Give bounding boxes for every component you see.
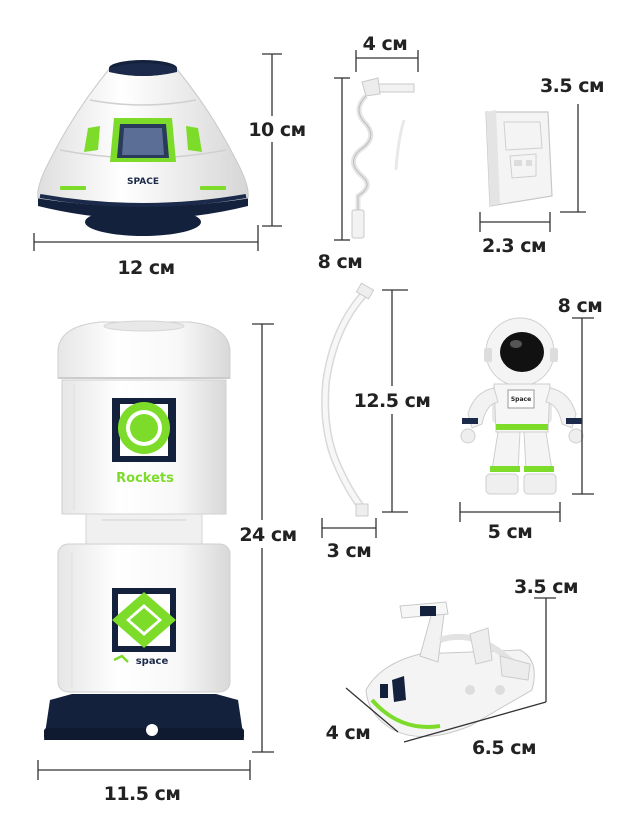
- capsule-brand-label: SPACE: [127, 177, 159, 187]
- plate-width-label: 2.3 см: [482, 235, 546, 257]
- tube-width-dimension: 3 см: [321, 518, 377, 562]
- astronaut-height-dimension: 8 см: [558, 295, 603, 495]
- rocket-tower-toy: Rockets space: [44, 320, 244, 740]
- tower-width-label: 11.5 см: [104, 783, 181, 805]
- rover-height-label: 3.5 см: [514, 576, 578, 598]
- capsule-width-label: 12 см: [117, 257, 174, 279]
- astronaut-height-label: 8 см: [558, 295, 603, 317]
- astronaut-figure: Space: [460, 317, 584, 495]
- tower-height-dimension: 24 см: [232, 323, 304, 753]
- crank-width-dimension: 4 см: [355, 33, 419, 72]
- curved-tube-part: [321, 282, 375, 517]
- rover-length-dimension: 6.5 см: [403, 701, 547, 759]
- plate-width-dimension: 2.3 см: [479, 212, 551, 257]
- rover-depth-dimension: 4 см: [326, 687, 399, 744]
- rover-height-dimension: 3.5 см: [514, 576, 579, 702]
- tower-width-dimension: 11.5 см: [37, 760, 251, 805]
- plate-height-label: 3.5 см: [540, 75, 604, 97]
- tube-height-label: 12.5 см: [354, 390, 431, 412]
- rover-length-label: 6.5 см: [472, 737, 536, 759]
- capsule-height-dimension: 10 см: [244, 53, 310, 227]
- astronaut-width-dimension: 5 см: [459, 502, 561, 543]
- plate-height-dimension: 3.5 см: [540, 75, 605, 213]
- crank-handle-part: [351, 77, 415, 239]
- capsule-width-dimension: 12 см: [33, 225, 259, 279]
- capsule-height-label: 10 см: [248, 119, 305, 141]
- astronaut-width-label: 5 см: [488, 521, 533, 543]
- plate-part: [485, 110, 553, 207]
- tower-base-brand-label: space: [136, 656, 169, 667]
- capsule-toy: SPACE: [37, 60, 249, 236]
- tower-brand-label: Rockets: [116, 471, 174, 486]
- crank-width-label: 4 см: [363, 33, 408, 55]
- astronaut-chest-label: Space: [511, 396, 531, 403]
- crank-height-label: 8 см: [318, 251, 363, 273]
- tube-height-dimension: 12.5 см: [352, 289, 434, 513]
- tube-width-label: 3 см: [327, 540, 372, 562]
- rover-depth-label: 4 см: [326, 722, 371, 744]
- rover-vehicle-toy: [365, 601, 535, 737]
- crank-height-dimension: 8 см: [318, 77, 363, 273]
- tower-height-label: 24 см: [239, 524, 296, 546]
